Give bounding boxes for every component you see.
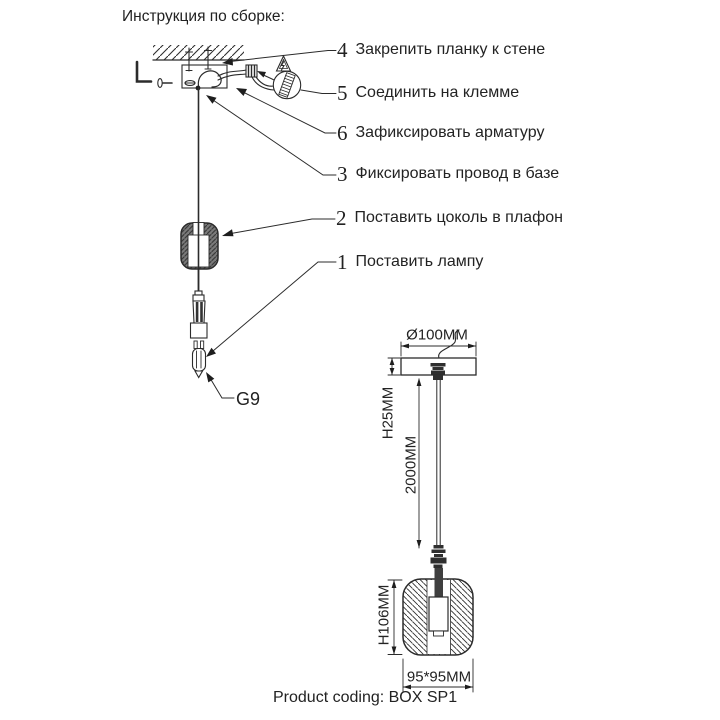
step-number: 5 xyxy=(337,80,348,105)
product-coding: Product coding: BOX SP1 xyxy=(273,689,458,706)
step-number: 1 xyxy=(337,249,348,274)
mounting-bracket xyxy=(181,46,228,91)
step-number: 3 xyxy=(337,161,348,186)
dim-canopy-diameter xyxy=(400,341,477,357)
step-label: Поставить цоколь в плафон xyxy=(354,209,563,226)
dim-shade-height xyxy=(387,579,403,655)
terminal-block xyxy=(245,64,258,78)
cable xyxy=(436,379,441,546)
dim-label-shade-footprint: 95*95MM xyxy=(406,668,472,686)
screw-icon xyxy=(157,78,173,88)
dimension-drawing xyxy=(387,329,477,693)
terminal-detail-circle xyxy=(257,70,302,100)
dim-shade-footprint xyxy=(402,658,474,693)
step-number: 6 xyxy=(337,120,348,145)
callout-step-3: 3 Фиксировать провод в базе xyxy=(337,162,559,186)
g9-bulb xyxy=(191,340,207,379)
callout-step-6: 6 Зафиксировать арматуру xyxy=(337,121,544,145)
shade-section xyxy=(402,568,474,656)
ceiling-hatch xyxy=(152,45,245,61)
step-label: Закрепить планку к стене xyxy=(355,41,546,58)
callout-step-4: 4 Закрепить планку к стене xyxy=(337,38,545,62)
cord-grip-top xyxy=(430,363,446,380)
cord-grip-bottom xyxy=(430,545,447,568)
page-title: Инструкция по сборке: xyxy=(122,8,285,25)
dim-cable-length xyxy=(416,378,422,549)
step-number: 2 xyxy=(336,205,347,230)
step-label: Соединить на клемме xyxy=(355,84,520,101)
callout-step-5: 5 Соединить на клемме xyxy=(337,81,519,105)
dim-label-cable-length: 2000MM xyxy=(402,435,420,495)
dim-label-canopy-diameter: Ø100MM xyxy=(406,326,468,344)
lampshade-section xyxy=(180,222,219,294)
dim-canopy-height xyxy=(387,357,401,376)
lamp-socket xyxy=(189,290,208,339)
leader-lines xyxy=(206,50,337,399)
wires xyxy=(217,69,275,91)
socket-type-label: G9 xyxy=(236,389,261,409)
dim-label-shade-height: H106MM xyxy=(375,584,393,646)
step-label: Поставить лампу xyxy=(355,253,484,270)
warning-triangle-icon xyxy=(275,54,292,72)
supply-wire xyxy=(438,329,460,359)
assembly-diagram xyxy=(135,45,337,399)
dim-label-canopy-height: H25MM xyxy=(379,386,397,440)
callout-step-2: 2 Поставить цоколь в плафон xyxy=(336,206,563,230)
step-label: Фиксировать провод в базе xyxy=(355,165,560,182)
step-number: 4 xyxy=(337,37,348,62)
l-key-icon xyxy=(135,60,153,83)
callout-step-1: 1 Поставить лампу xyxy=(337,250,483,274)
step-label: Зафиксировать арматуру xyxy=(355,124,545,141)
